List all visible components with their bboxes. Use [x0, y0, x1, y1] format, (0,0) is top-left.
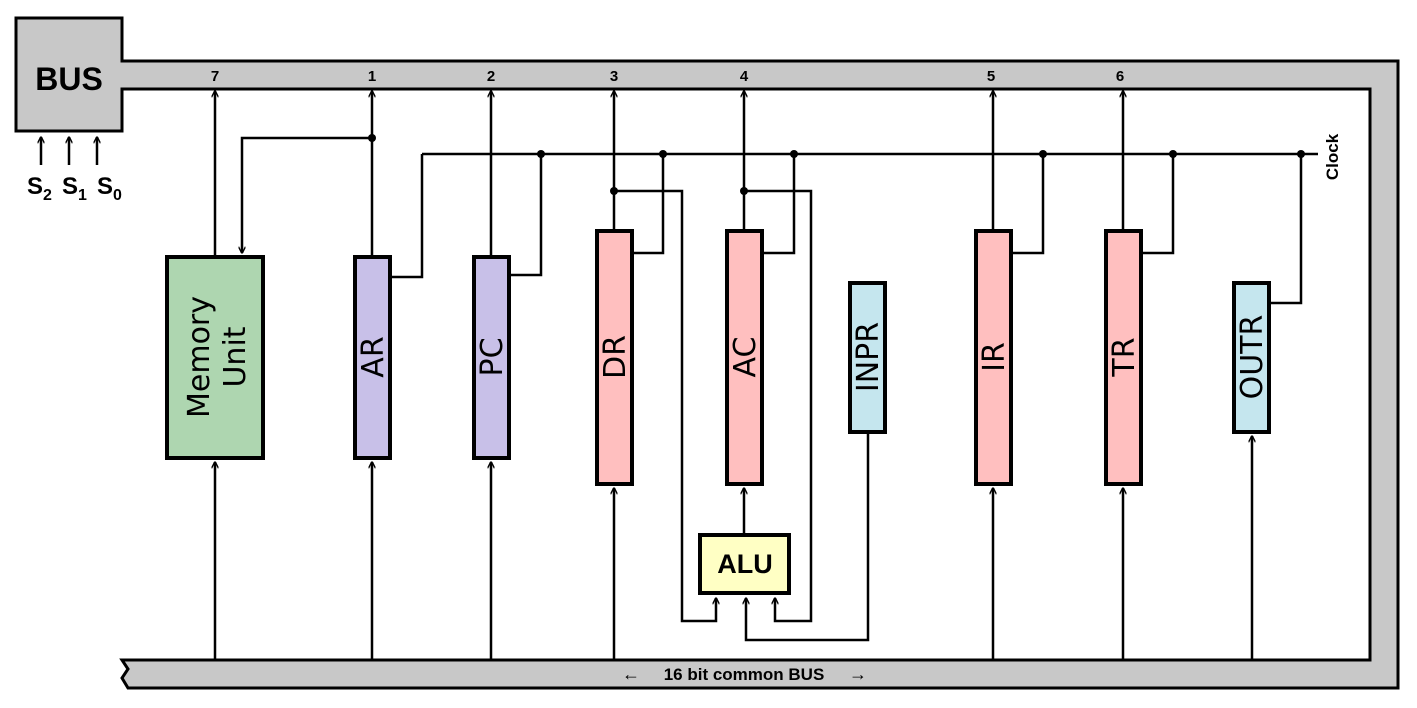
register-dr — [595, 229, 634, 486]
alu-label: ALU — [717, 549, 773, 579]
address-line — [242, 134, 376, 253]
line-number-ir: 5 — [987, 68, 995, 85]
bus-left-arrow: ← — [622, 664, 640, 684]
common-bus-label: 16 bit common BUS — [664, 665, 825, 684]
alu-connections — [610, 187, 870, 642]
line-number-memory: 7 — [211, 68, 219, 85]
bus-right-arrow: → — [849, 664, 867, 684]
memory-unit-box — [165, 255, 265, 460]
register-outr-label: OUTR — [1235, 315, 1270, 400]
register-ar-label: AR — [356, 336, 391, 377]
register-pc — [472, 255, 511, 460]
line-number-dr: 3 — [610, 68, 618, 85]
clock-label: Clock — [1323, 133, 1342, 180]
line-number-ar: 1 — [368, 68, 376, 85]
register-pc-label: PC — [475, 337, 510, 376]
select-s0-label: S0 — [97, 173, 122, 204]
select-s1-label: S1 — [62, 173, 87, 204]
bus-frame — [14, 16, 1400, 690]
bus-outputs — [215, 91, 1123, 257]
register-ir-label: IR — [977, 342, 1012, 372]
register-ar — [353, 255, 392, 460]
register-tr-label: TR — [1107, 337, 1142, 377]
register-tr — [1104, 229, 1143, 486]
register-ac — [725, 229, 764, 486]
bus-inputs — [215, 436, 1252, 660]
memory-unit-label: MemoryUnit — [182, 296, 253, 418]
line-number-pc: 2 — [487, 68, 495, 85]
bus-select-inputs — [41, 137, 97, 165]
bus-title: BUS — [35, 61, 103, 97]
select-s2-label: S2 — [27, 173, 52, 204]
register-inpr-label: INPR — [851, 322, 886, 392]
register-inpr — [848, 281, 887, 434]
register-ir — [974, 229, 1013, 486]
register-ac-label: AC — [728, 337, 763, 378]
line-number-tr: 6 — [1116, 68, 1124, 85]
register-outr — [1232, 281, 1271, 434]
line-number-ac: 4 — [740, 68, 749, 85]
register-dr-label: DR — [598, 335, 633, 379]
alu-box — [698, 533, 791, 595]
clock-line — [391, 150, 1318, 305]
